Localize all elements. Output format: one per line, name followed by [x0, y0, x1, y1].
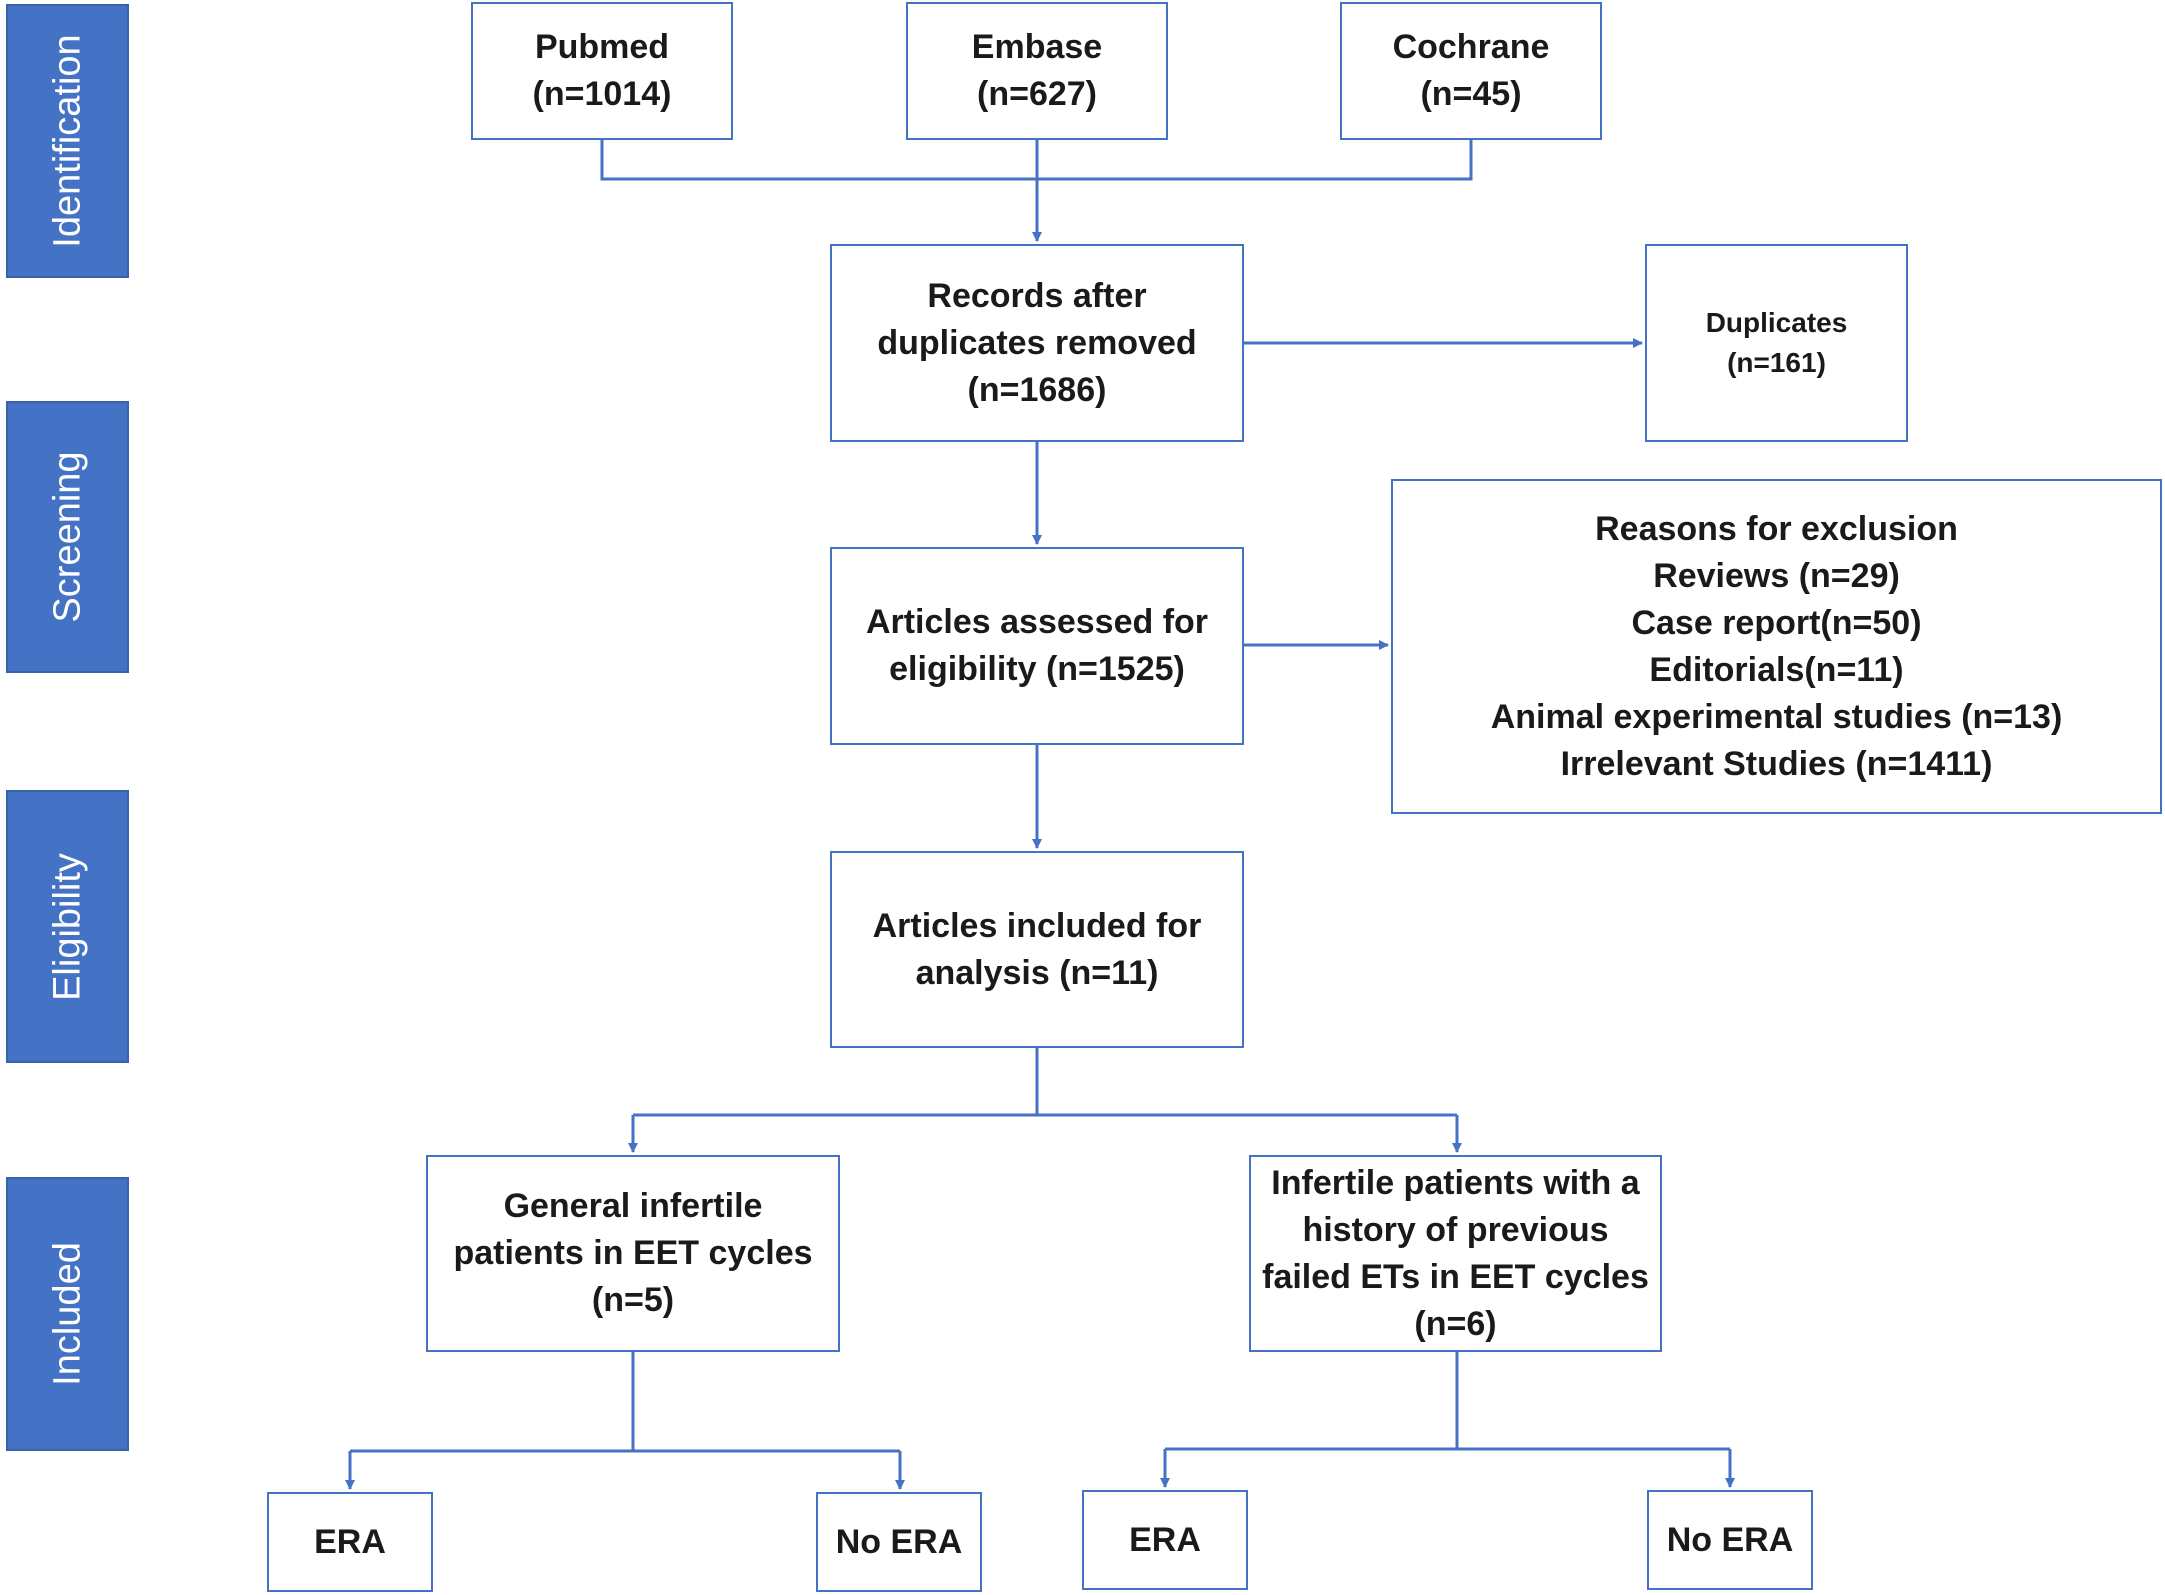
- source-name: Embase: [971, 28, 1103, 66]
- source-name: Pubmed: [534, 28, 670, 66]
- duplicates-box: Duplicates (n=161): [1645, 244, 1908, 442]
- stage-included: Included: [6, 1177, 129, 1451]
- failed-no-era-box: No ERA: [1647, 1490, 1813, 1590]
- box-line: Infertile patients with a: [1271, 1163, 1640, 1202]
- box-line: Duplicates: [1705, 307, 1848, 338]
- stage-label-screening: Screening: [46, 451, 88, 623]
- exclusion-item: Case report(n=50): [1631, 603, 1922, 642]
- source-embase-box: Embase (n=627): [906, 2, 1168, 140]
- source-pubmed-box: Pubmed (n=1014): [471, 2, 733, 140]
- stage-label-eligibility: Eligibility: [46, 852, 88, 1001]
- stage-screening: Screening: [6, 401, 129, 673]
- stage-label-identification: Identification: [46, 34, 88, 248]
- group-general-infertile-box: General infertile patients in EET cycles…: [426, 1155, 840, 1352]
- exclusion-item: Reviews (n=29): [1653, 556, 1900, 595]
- box-line: No ERA: [835, 1522, 963, 1561]
- box-line: ERA: [314, 1522, 386, 1561]
- source-name: Cochrane: [1392, 28, 1550, 66]
- source-cochrane-box: Cochrane (n=45): [1340, 2, 1602, 140]
- records-after-duplicates-box: Records after duplicates removed (n=1686…: [830, 244, 1244, 442]
- box-line: ERA: [1129, 1520, 1201, 1559]
- exclusion-item: Animal experimental studies (n=13): [1490, 697, 2063, 736]
- box-line: (n=1686): [967, 370, 1107, 409]
- stage-eligibility: Eligibility: [6, 790, 129, 1063]
- exclusion-reasons-box: Reasons for exclusion Reviews (n=29) Cas…: [1391, 479, 2162, 814]
- exclusion-title: Reasons for exclusion: [1595, 509, 1958, 548]
- box-line: history of previous: [1302, 1210, 1609, 1249]
- stage-identification: Identification: [6, 4, 129, 278]
- exclusion-item: Editorials(n=11): [1649, 650, 1904, 689]
- box-line: Records after: [927, 276, 1147, 315]
- source-count: (n=45): [1420, 75, 1522, 113]
- articles-included-box: Articles included for analysis (n=11): [830, 851, 1244, 1048]
- general-no-era-box: No ERA: [816, 1492, 982, 1592]
- group-failed-ets-box: Infertile patients with a history of pre…: [1249, 1155, 1662, 1352]
- box-line: eligibility (n=1525): [889, 650, 1185, 688]
- articles-assessed-box: Articles assessed for eligibility (n=152…: [830, 547, 1244, 745]
- stage-label-included: Included: [46, 1242, 88, 1386]
- source-count: (n=1014): [532, 75, 672, 113]
- general-era-box: ERA: [267, 1492, 433, 1592]
- box-line: patients in EET cycles: [453, 1234, 813, 1272]
- box-line: analysis (n=11): [915, 953, 1159, 992]
- source-count: (n=627): [977, 75, 1097, 113]
- box-line: General infertile: [503, 1187, 763, 1225]
- box-line: failed ETs in EET cycles: [1262, 1257, 1649, 1296]
- failed-era-box: ERA: [1082, 1490, 1248, 1590]
- box-line: (n=161): [1727, 347, 1826, 378]
- box-line: Articles included for: [872, 906, 1202, 945]
- box-line: No ERA: [1666, 1520, 1794, 1559]
- exclusion-item: Irrelevant Studies (n=1411): [1560, 744, 1993, 783]
- box-line: duplicates removed: [877, 323, 1197, 362]
- box-line: Articles assessed for: [865, 603, 1209, 641]
- box-line: (n=5): [591, 1281, 675, 1319]
- box-line: (n=6): [1414, 1304, 1497, 1343]
